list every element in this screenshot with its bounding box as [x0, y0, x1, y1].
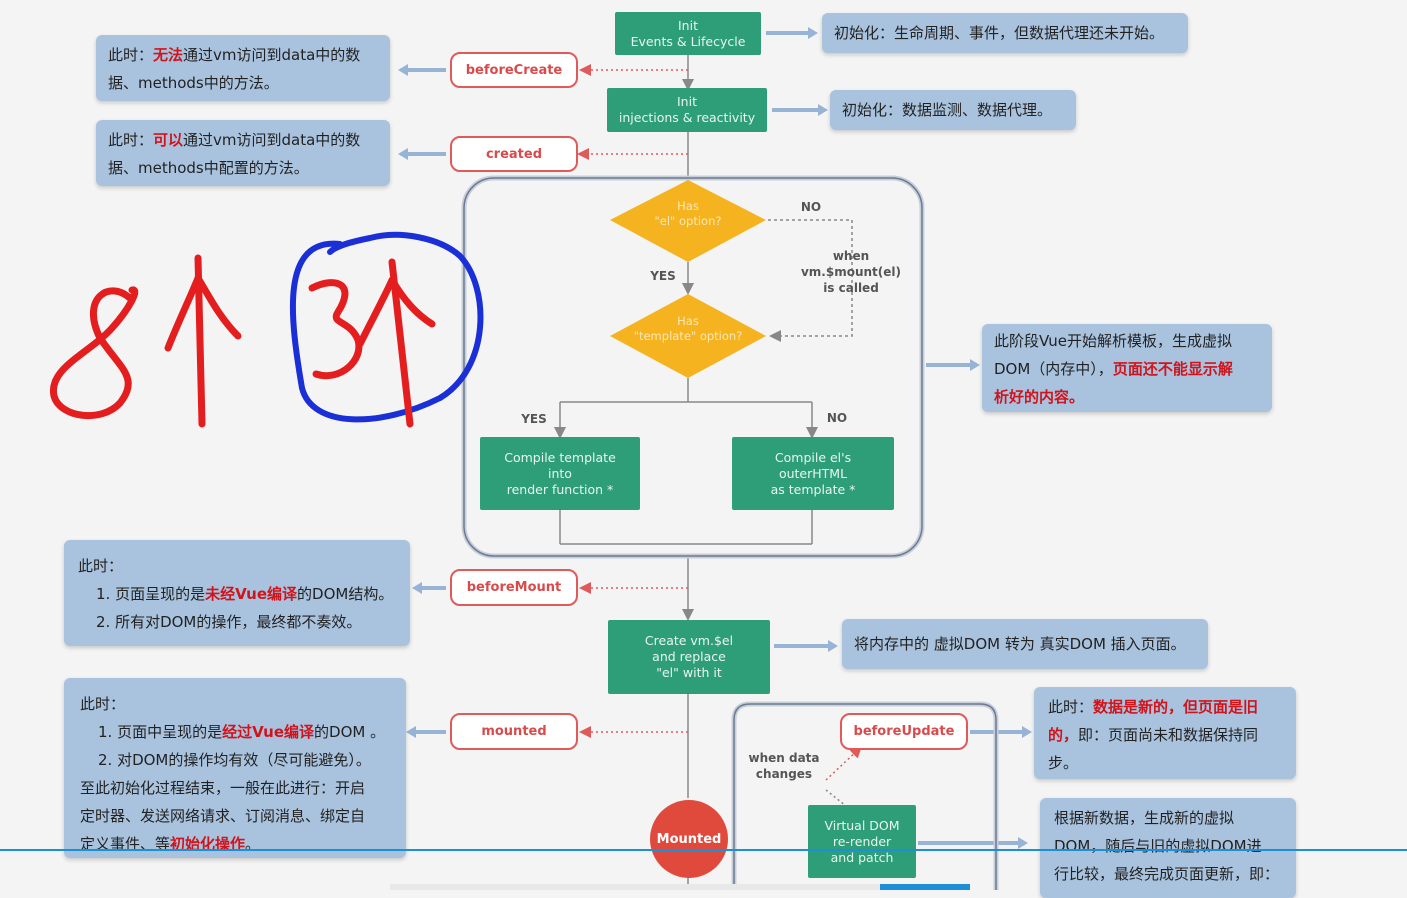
nbm-l2b: 的DOM结构。 — [297, 585, 394, 603]
virtual-dom-line1: Virtual DOM — [824, 817, 900, 833]
has-el-text: Has "el" option? — [628, 199, 748, 229]
create-vm-line2: and replace — [652, 649, 726, 664]
nvd-line1: 根据新数据，生成新的虚拟 — [1054, 809, 1235, 827]
when-data-line2: changes — [755, 767, 813, 781]
nvd-line3: 行比较，最终完成页面更新，即： — [1054, 865, 1280, 883]
hook-created: created — [450, 136, 578, 172]
nbc-line2: 据、methods中的方法。 — [108, 74, 279, 92]
nbu-red1: 数据是新的，但页面是旧 — [1093, 698, 1259, 716]
nc-rest: 通过vm访问到data中的数 — [183, 131, 361, 149]
hook-before-update: beforeUpdate — [840, 713, 968, 750]
compile-template-line1: Compile template — [504, 449, 616, 465]
note-before-mount: 此时： 1. 页面呈现的是未经Vue编译的DOM结构。 2. 所有对DOM的操作… — [64, 540, 410, 646]
nm-line3: 2. 对DOM的操作均有效（尽可能避免）。 — [98, 751, 371, 769]
init-injections-line2: injections & reactivity — [618, 110, 756, 125]
yes-label-left: YES — [521, 412, 547, 426]
nbm-l2a: 1. 页面呈现的是 — [96, 585, 206, 603]
nm-line4: 至此初始化过程结束，一般在此进行：开启 — [80, 779, 366, 797]
nc-line2: 据、methods中配置的方法。 — [108, 159, 309, 177]
when-mount-line3: is called — [823, 281, 879, 295]
nbm-red: 未经Vue编译 — [205, 585, 298, 603]
nbu-line3: 步。 — [1048, 754, 1079, 772]
hook-mounted: mounted — [450, 713, 578, 750]
has-template-line1: Has — [677, 314, 699, 328]
virtual-dom-line3: and patch — [830, 849, 894, 865]
nts-red1: 页面还不能显示解 — [1112, 360, 1233, 378]
nts-line2: DOM（内存中）， — [994, 360, 1113, 378]
nbu-prefix: 此时： — [1048, 698, 1094, 716]
init-events-line2: Events & Lifecycle — [630, 33, 746, 49]
compile-template-box: Compile template into render function * — [480, 437, 640, 510]
bottom-strip — [390, 884, 880, 890]
hook-before-mount: beforeMount — [450, 569, 578, 606]
has-el-line2: "el" option? — [654, 214, 722, 228]
virtual-dom-box: Virtual DOM re-render and patch — [808, 805, 916, 878]
when-mount-line1: when — [832, 249, 870, 263]
nm-red1: 经过Vue编译 — [222, 723, 315, 741]
init-events-box: Init Events & Lifecycle — [615, 12, 761, 55]
note-before-update: 此时：数据是新的，但页面是旧 的，即：页面尚未和数据保持同 步。 — [1034, 687, 1296, 779]
nts-line1: 此阶段Vue开始解析模板，生成虚拟 — [994, 332, 1232, 350]
nvd-line2: DOM，随后与旧的虚拟DOM进 — [1054, 837, 1262, 855]
note-template-stage: 此阶段Vue开始解析模板，生成虚拟 DOM（内存中），页面还不能显示解 析好的内… — [982, 324, 1272, 412]
handwritten-annotation — [50, 231, 484, 428]
nm-l2b: 的DOM 。 — [314, 723, 386, 741]
nbc-prefix: 此时： — [108, 46, 154, 64]
nm-line5: 定时器、发送网络请求、订阅消息、绑定自 — [80, 807, 366, 825]
note-init-injections: 初始化：数据监测、数据代理。 — [830, 90, 1076, 130]
nbm-line1: 此时： — [78, 557, 124, 575]
has-template-diamond — [610, 294, 766, 378]
has-el-line1: Has — [677, 199, 699, 213]
nm-l6a: 定义事件、等 — [80, 835, 171, 853]
nbu-rest: 即：页面尚未和数据保持同 — [1078, 726, 1259, 744]
compile-el-line2: outerHTML — [778, 465, 848, 481]
virtual-dom-line2: re-render — [832, 833, 892, 849]
bottom-bar — [880, 884, 970, 890]
note-init-events: 初始化：生命周期、事件，但数据代理还未开始。 — [822, 13, 1188, 53]
compile-el-line3: as template * — [770, 481, 856, 497]
when-data-changes-label: when data changes — [742, 750, 826, 782]
hook-before-create: beforeCreate — [450, 52, 578, 88]
nbu-red2: 的， — [1048, 726, 1079, 744]
when-mount-line2: vm.$mount(el) — [800, 265, 902, 279]
has-template-text: Has "template" option? — [618, 314, 758, 344]
note-create-vm: 将内存中的 虚拟DOM 转为 真实DOM 插入页面。 — [842, 619, 1208, 669]
nc-prefix: 此时： — [108, 131, 154, 149]
note-mounted: 此时： 1. 页面中呈现的是经过Vue编译的DOM 。 2. 对DOM的操作均有… — [64, 678, 406, 858]
nbc-rest: 通过vm访问到data中的数 — [183, 46, 361, 64]
nbc-red: 无法 — [153, 46, 184, 64]
init-events-line1: Init — [678, 17, 698, 33]
note-virtual-dom: 根据新数据，生成新的虚拟 DOM，随后与旧的虚拟DOM进 行比较，最终完成页面更… — [1040, 798, 1296, 898]
nm-red2: 初始化操作 — [170, 835, 246, 853]
has-el-diamond — [610, 180, 766, 262]
nm-l2a: 1. 页面中呈现的是 — [98, 723, 223, 741]
when-mount-label: when vm.$mount(el) is called — [790, 248, 912, 296]
init-injections-line1: Init — [677, 94, 697, 109]
compile-template-line3: render function * — [506, 481, 614, 497]
nm-l6b: 。 — [245, 835, 261, 853]
compile-template-line2: into — [548, 465, 572, 481]
note-created: 此时：可以通过vm访问到data中的数 据、methods中配置的方法。 — [96, 120, 390, 186]
nbm-line3: 2. 所有对DOM的操作，最终都不奏效。 — [96, 613, 362, 631]
create-vm-line3: "el" with it — [656, 665, 722, 680]
no-label-right: NO — [826, 411, 848, 425]
no-label-top: NO — [800, 200, 822, 214]
when-data-line1: when data — [748, 751, 820, 765]
nts-red2: 析好的内容。 — [994, 388, 1085, 406]
has-template-line2: "template" option? — [633, 329, 743, 343]
mounted-circle: Mounted — [650, 800, 728, 878]
create-vm-line1: Create vm.$el — [644, 633, 734, 648]
compile-el-box: Compile el's outerHTML as template * — [732, 437, 894, 510]
progress-line — [0, 849, 1407, 851]
create-vm-box: Create vm.$el and replace "el" with it — [608, 620, 770, 694]
init-injections-box: Init injections & reactivity — [607, 88, 767, 132]
nc-red: 可以 — [153, 131, 184, 149]
note-before-create: 此时：无法通过vm访问到data中的数 据、methods中的方法。 — [96, 35, 390, 101]
yes-label-mid: YES — [650, 269, 676, 283]
nm-line1: 此时： — [80, 695, 126, 713]
compile-el-line1: Compile el's — [774, 449, 852, 465]
